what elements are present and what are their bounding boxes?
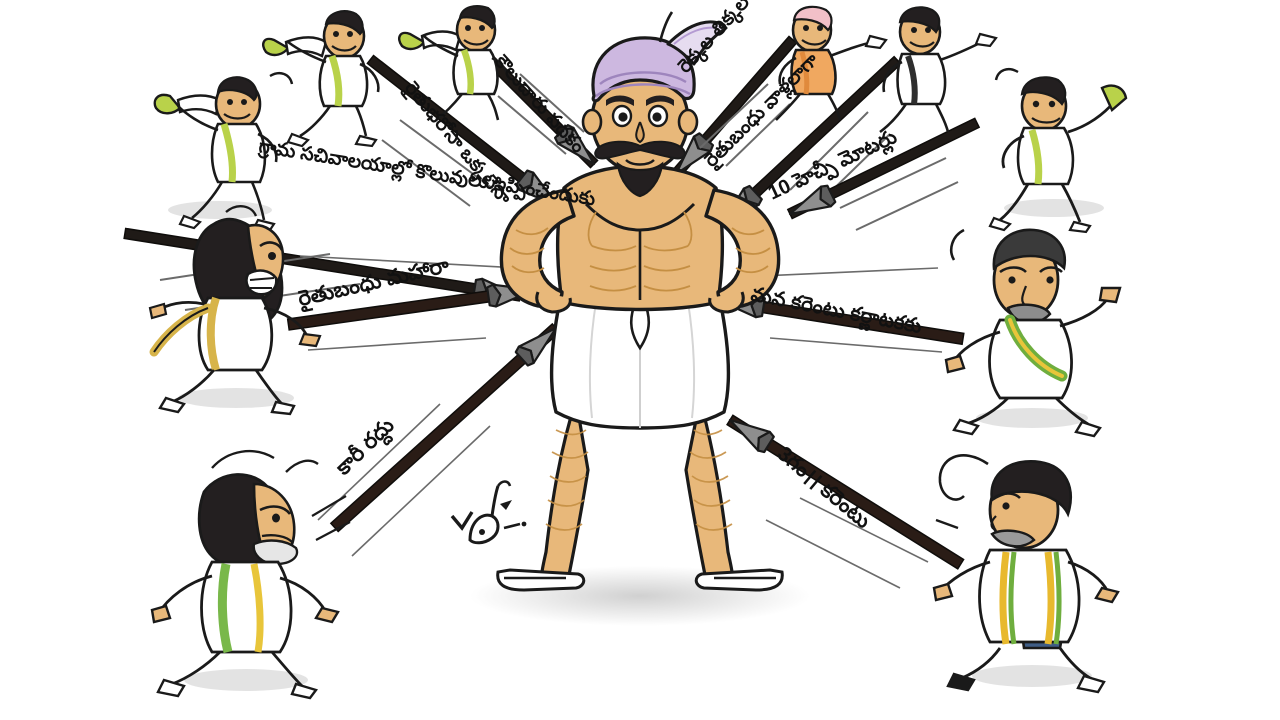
farmer-turban [591, 11, 728, 103]
politician-top-left-far [153, 72, 294, 232]
farmer-sandals [496, 568, 784, 592]
motion-lines-9 [759, 267, 943, 353]
politician-top-center-left [398, 5, 510, 122]
politician-left-middle [148, 205, 322, 416]
motion-lines-6 [839, 157, 959, 231]
politician-right-middle [944, 228, 1122, 438]
farmer-ear-left [581, 108, 603, 136]
central-farmer [470, 11, 810, 626]
politician-right-bottom [932, 454, 1120, 694]
artist-signature [450, 480, 527, 545]
spear-6 [784, 117, 981, 225]
politician-group [148, 5, 1128, 700]
politician-top-right-near [879, 6, 998, 134]
motion-lines-3 [497, 73, 585, 155]
spear-10 [723, 409, 965, 570]
farmer-head [581, 11, 728, 198]
farmer-arms [499, 188, 781, 314]
motion-lines-2 [381, 119, 493, 207]
spear-group [123, 35, 981, 589]
motion-lines-4 [699, 83, 791, 167]
motion-lines-10 [765, 497, 929, 589]
politician-top-left-near [262, 10, 380, 148]
politician-top-right-far [988, 68, 1128, 234]
politician-left-bottom [150, 450, 351, 700]
farmer-dhoti [549, 298, 731, 430]
politician-top-center-right [775, 5, 888, 121]
motion-lines-7 [299, 255, 521, 351]
farmer-ear-right [677, 108, 699, 136]
